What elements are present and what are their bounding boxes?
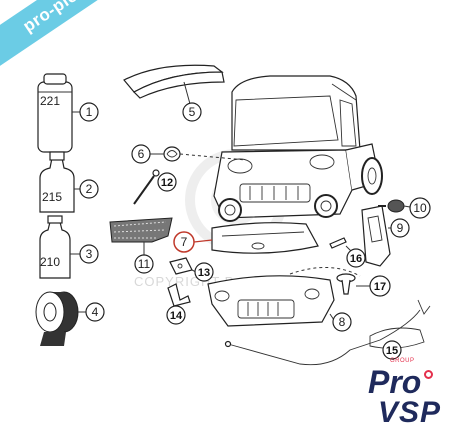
product-bottle-215: 215 [39, 151, 75, 213]
svg-text:4: 4 [92, 305, 99, 319]
callout-11: 11 [134, 254, 154, 274]
svg-text:9: 9 [397, 221, 404, 235]
part-roof [123, 64, 225, 99]
callout-12: 12 [157, 172, 177, 192]
svg-text:10: 10 [413, 201, 427, 215]
product-bottle-210: 210 [39, 215, 71, 279]
can-label-221: 221 [40, 94, 60, 108]
svg-text:7: 7 [181, 235, 188, 249]
part-bumper [207, 275, 335, 327]
part-rivet-17 [336, 273, 356, 295]
svg-text:11: 11 [138, 257, 151, 271]
svg-text:2: 2 [86, 182, 93, 196]
bottle-label-215: 215 [42, 190, 62, 204]
logo-group-label: GROUP [390, 358, 415, 364]
part-mat [109, 217, 173, 243]
callout-4: 4 [85, 302, 105, 322]
svg-text:5: 5 [189, 105, 196, 119]
part-emblem [163, 146, 181, 162]
svg-text:17: 17 [374, 281, 386, 293]
bottle-label-210: 210 [40, 255, 60, 269]
callout-14: 14 [166, 305, 186, 325]
svg-text:6: 6 [138, 147, 145, 161]
svg-text:8: 8 [339, 315, 346, 329]
logo-word-vsp: VSP [378, 396, 442, 429]
part-side-panel [361, 205, 391, 267]
vehicle-body [213, 75, 383, 222]
part-hood [211, 222, 319, 254]
callout-9: 9 [390, 218, 410, 238]
callout-1: 1 [79, 102, 99, 122]
callout-5: 5 [182, 102, 202, 122]
svg-text:3: 3 [86, 247, 93, 261]
callout-7: 7 [173, 231, 195, 253]
callout-10: 10 [409, 197, 431, 219]
product-tape-roll [35, 291, 79, 346]
part-cable [224, 299, 431, 366]
callout-16: 16 [346, 248, 366, 268]
part-bracket-13 [169, 257, 193, 275]
svg-text:16: 16 [350, 253, 362, 265]
part-rod-12 [133, 169, 160, 205]
callout-17: 17 [369, 275, 391, 297]
product-can-221: 221 [37, 73, 73, 153]
logo-word-pro: Pro [368, 364, 422, 400]
svg-text:12: 12 [161, 177, 173, 189]
logo-dot-icon [424, 370, 433, 379]
svg-text:13: 13 [198, 267, 210, 279]
callout-2: 2 [79, 179, 99, 199]
callout-13: 13 [194, 262, 214, 282]
callout-15: 15 [382, 340, 402, 360]
callout-3: 3 [79, 244, 99, 264]
provsp-logo: GROUP Pro VSP [362, 358, 462, 436]
svg-text:1: 1 [86, 105, 93, 119]
svg-text:15: 15 [386, 345, 398, 357]
part-tie-16 [329, 237, 347, 249]
callout-8: 8 [332, 312, 352, 332]
callout-6: 6 [131, 144, 151, 164]
svg-text:14: 14 [170, 310, 183, 322]
